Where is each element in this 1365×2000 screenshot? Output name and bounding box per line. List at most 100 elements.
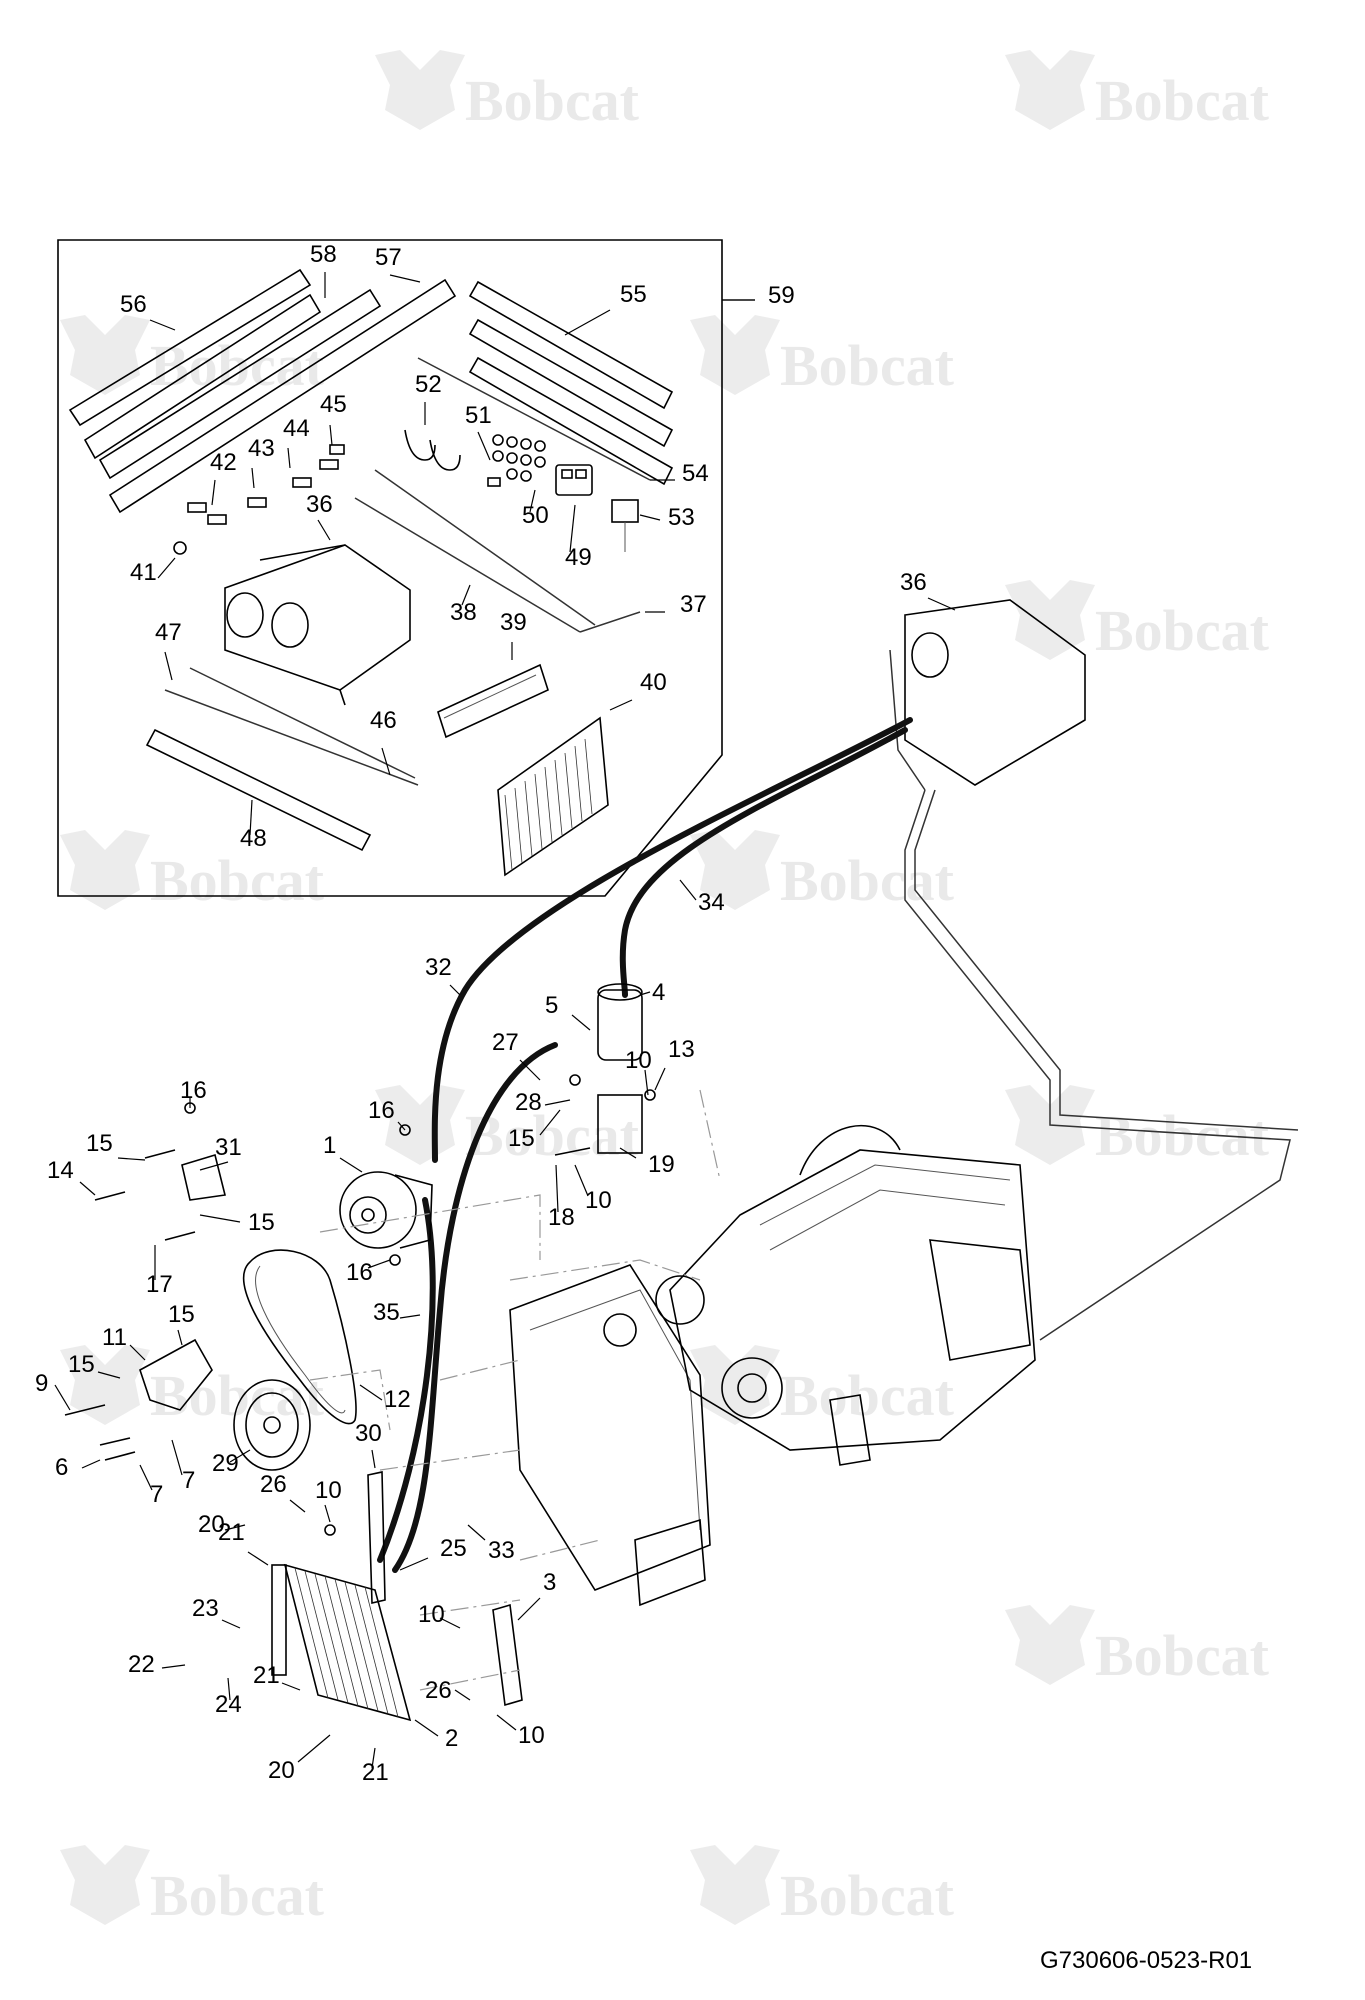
callout-number: 10 <box>585 1187 612 1214</box>
callout-leader <box>371 1449 376 1469</box>
watermark-logo: Bobcat <box>1005 1085 1270 1168</box>
callout-number: 58 <box>310 241 337 268</box>
callout-leader <box>609 699 633 711</box>
callout-leader <box>544 1099 571 1106</box>
lower-tubes <box>145 667 419 852</box>
drawing-number: G730606-0523-R01 <box>1040 1947 1253 1974</box>
callout-leader <box>249 799 253 836</box>
callout-leader <box>247 1551 269 1566</box>
callout-leader <box>224 1524 246 1531</box>
watermark-logo: Bobcat <box>1005 1605 1270 1688</box>
watermark-text: Bobcat <box>1095 1623 1270 1688</box>
callout-number: 17 <box>146 1271 173 1298</box>
condenser <box>271 1563 412 1722</box>
callout-number: 15 <box>68 1351 95 1378</box>
callout-number: 51 <box>465 402 492 429</box>
callout-leader <box>639 514 661 521</box>
watermark-logo: Bobcat <box>1005 50 1270 133</box>
callout-leader <box>199 1214 241 1223</box>
callout-number: 45 <box>320 391 347 418</box>
callout-number: 57 <box>375 244 402 271</box>
callout-number: 5 <box>545 992 558 1019</box>
callout-number: 36 <box>900 569 927 596</box>
callout-leader <box>477 431 491 461</box>
callout-number: 1 <box>323 1132 336 1159</box>
callout-leader <box>139 1464 153 1491</box>
watermark-text: Bobcat <box>1095 1103 1270 1168</box>
callout-number: 10 <box>315 1477 342 1504</box>
watermark-text: Bobcat <box>465 1103 640 1168</box>
hose-bends <box>404 429 461 471</box>
fasteners <box>64 1074 656 1536</box>
callout-leader <box>564 309 611 336</box>
switch-part <box>555 464 593 496</box>
condenser-kit-part <box>497 716 609 877</box>
receiver-drier <box>597 983 643 1154</box>
callout-leader <box>221 1619 241 1629</box>
callout-leader <box>555 1164 559 1213</box>
callout-leader <box>461 584 471 606</box>
watermark-logo: Bobcat <box>1005 580 1270 663</box>
insulation-tubes-left <box>68 268 457 514</box>
watermark-text: Bobcat <box>780 848 955 913</box>
callout-leader <box>317 519 331 541</box>
callout-number: 29 <box>212 1450 239 1477</box>
callout-number: 21 <box>218 1519 245 1546</box>
watermark-text: Bobcat <box>780 1863 955 1928</box>
callout-number: 47 <box>155 619 182 646</box>
o-ring-set <box>487 434 546 487</box>
callout-leader <box>149 319 176 331</box>
callout-leader <box>117 1157 146 1161</box>
callout-leader <box>287 447 291 469</box>
callout-number: 21 <box>362 1759 389 1786</box>
callout-leader <box>329 424 333 446</box>
callout-leader <box>397 1121 406 1131</box>
callout-leader <box>54 1384 71 1411</box>
callout-number: 55 <box>620 281 647 308</box>
watermark-logo: Bobcat <box>690 315 955 398</box>
hose-32 <box>431 717 913 1163</box>
callout-number: 10 <box>518 1722 545 1749</box>
watermark-text: Bobcat <box>465 68 640 133</box>
callout-leader <box>281 1682 301 1691</box>
callout-number: 16 <box>346 1259 373 1286</box>
callout-number: 7 <box>182 1467 195 1494</box>
callout-number: 41 <box>130 559 157 586</box>
callout-number: 11 <box>102 1324 127 1351</box>
engine <box>655 1124 1036 1466</box>
callout-leader <box>571 1014 591 1031</box>
callout-number: 56 <box>120 291 147 318</box>
callout-leader <box>81 1459 101 1469</box>
sensor-part <box>611 499 639 552</box>
callout-leader <box>381 747 391 776</box>
callout-number: 16 <box>368 1097 395 1124</box>
callout-number: 15 <box>508 1125 535 1152</box>
callout-leader <box>519 1059 541 1081</box>
watermark-text: Bobcat <box>150 1363 325 1428</box>
callout-number: 28 <box>515 1089 542 1116</box>
callout-number: 23 <box>192 1595 219 1622</box>
callout-leader <box>229 1449 251 1463</box>
alignment-lines <box>309 1089 721 1691</box>
callout-leader <box>414 1719 439 1737</box>
callout-number: 4 <box>652 979 665 1006</box>
callout-leader <box>639 991 651 996</box>
heater-tube-run <box>904 789 1299 1341</box>
refrigerant-hoses <box>377 717 913 1573</box>
callout-leader <box>654 1067 666 1091</box>
pulley <box>233 1379 311 1471</box>
watermark-text: Bobcat <box>780 333 955 398</box>
callout-leader <box>389 274 421 283</box>
callout-number: 36 <box>306 491 333 518</box>
callout-leader <box>171 1439 183 1476</box>
mounting-brackets <box>139 1153 226 1411</box>
callout-number: 42 <box>210 449 237 476</box>
callout-leader <box>359 1384 383 1401</box>
callout-number: 53 <box>668 504 695 531</box>
callout-leader <box>439 1617 461 1629</box>
callout-leaders <box>54 272 956 1769</box>
callout-number: 39 <box>500 609 527 636</box>
callout-leader <box>539 1109 561 1136</box>
callout-leader <box>574 1164 589 1197</box>
callout-number: 32 <box>425 954 452 981</box>
